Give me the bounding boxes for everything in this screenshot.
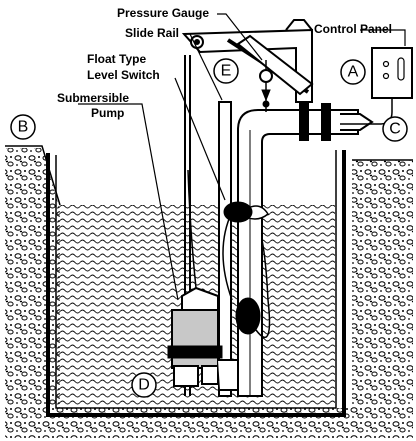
marker-d: D (131, 372, 157, 398)
marker-b: B (10, 114, 36, 140)
float-switch (222, 201, 271, 339)
control-panel-label: Control Panel (314, 22, 392, 36)
pressure-gauge-label: Pressure Gauge (117, 6, 209, 20)
float-type-label-2: Level Switch (87, 68, 160, 82)
marker-a: A (340, 59, 366, 85)
svg-text:C: C (389, 121, 401, 138)
submersible-label-1: Submersible (57, 91, 129, 105)
discharge-pipe (237, 103, 374, 397)
gravel-ground (5, 145, 413, 438)
float-type-label-1: Float Type (87, 52, 146, 66)
svg-text:D: D (138, 377, 150, 394)
submersible-label-2: Pump (91, 106, 124, 120)
svg-text:B: B (18, 119, 29, 136)
svg-text:E: E (221, 63, 232, 80)
leader-lines (78, 13, 406, 301)
submersible-pump (167, 169, 239, 391)
slide-rail-label: Slide Rail (125, 26, 179, 40)
marker-e: E (213, 58, 239, 84)
basin-wall (46, 150, 346, 417)
pressure-gauge (259, 60, 273, 112)
svg-text:A: A (348, 64, 359, 81)
marker-c: C (382, 116, 408, 142)
control-panel (340, 47, 413, 125)
labels: Pressure Gauge Slide Rail Control Panel … (57, 6, 392, 120)
